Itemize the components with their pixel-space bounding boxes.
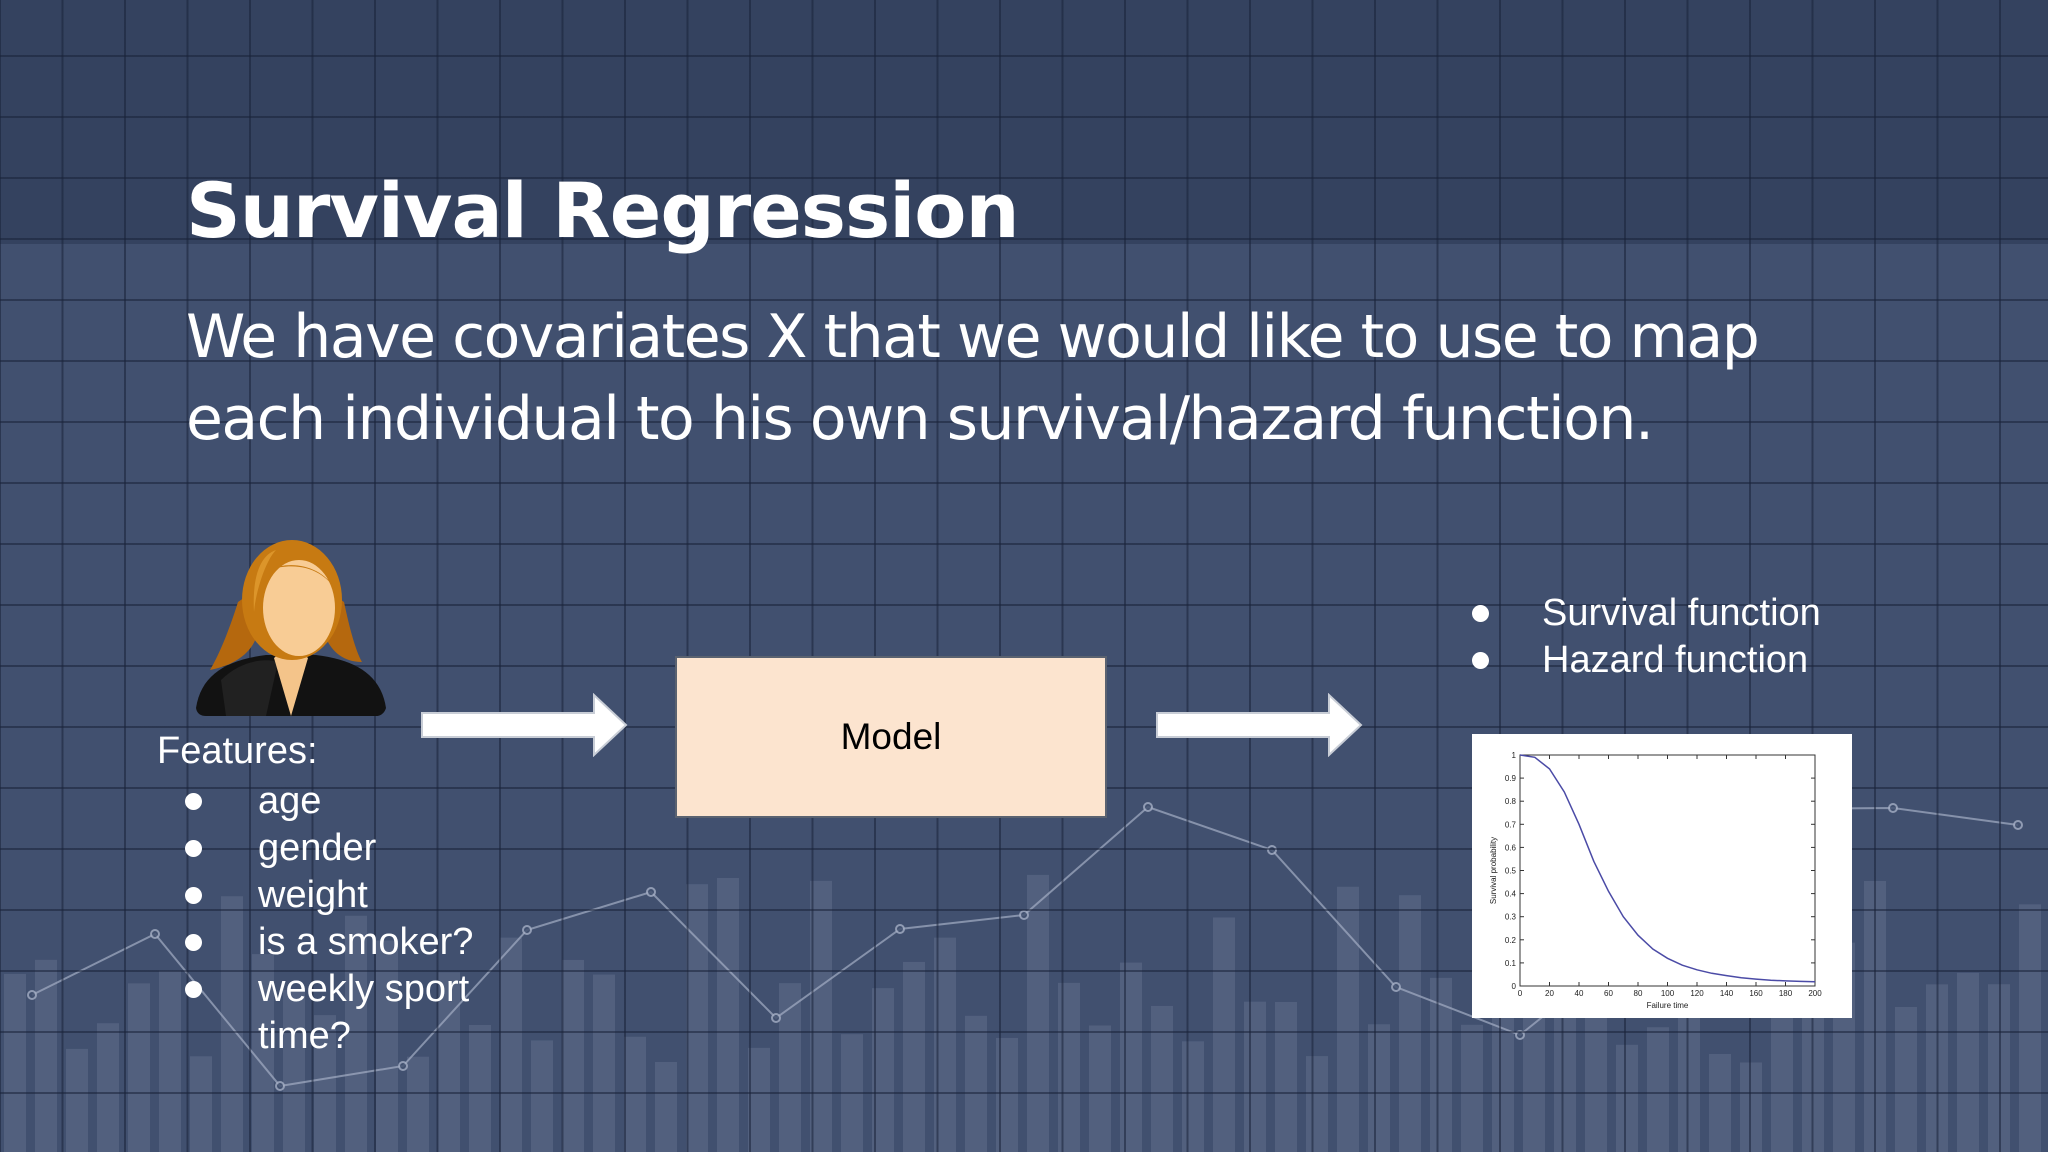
y-tick-label: 0.9 [1505, 774, 1517, 783]
x-axis-label: Failure time [1647, 1001, 1689, 1010]
model-label: Model [840, 716, 942, 757]
bullet-icon [185, 840, 202, 857]
plot-frame [1519, 754, 1816, 987]
y-axis-label: Survival probability [1489, 837, 1498, 904]
person-icon [196, 540, 386, 716]
list-item: Survival function [1472, 590, 1942, 637]
bullet-icon [185, 887, 202, 904]
y-tick-label: 0.4 [1505, 890, 1517, 899]
slide-subtitle: We have covariates X that we would like … [186, 302, 1760, 454]
list-item: weekly sport time? [185, 966, 548, 1060]
x-tick-label: 100 [1661, 989, 1675, 998]
x-tick-label: 180 [1779, 989, 1793, 998]
x-tick-label: 20 [1545, 989, 1554, 998]
list-item: gender [185, 825, 548, 872]
bullet-icon [185, 981, 202, 998]
output-list: Survival function Hazard function [1472, 590, 1942, 684]
y-tick-label: 0.5 [1505, 867, 1517, 876]
feature-age: age [258, 780, 322, 822]
x-tick-label: 60 [1604, 989, 1613, 998]
features-label: Features: [157, 730, 318, 772]
x-tick-label: 40 [1575, 989, 1584, 998]
x-tick-label: 0 [1518, 989, 1523, 998]
feature-list: age gender weight is a smoker? weekly sp… [185, 778, 548, 1060]
list-item: weight [185, 872, 548, 919]
list-item: is a smoker? [185, 919, 548, 966]
model-box: Model [675, 656, 1107, 818]
x-tick-label: 140 [1720, 989, 1734, 998]
bullet-icon [185, 934, 202, 951]
bullet-icon [185, 793, 202, 810]
y-tick-label: 0.8 [1505, 797, 1517, 806]
y-tick-label: 0.3 [1505, 913, 1517, 922]
feature-gender: gender [258, 827, 377, 869]
y-tick-label: 0.2 [1505, 936, 1517, 945]
arrow-right-icon [1156, 693, 1363, 757]
output-survival-function: Survival function [1542, 592, 1821, 634]
x-tick-label: 120 [1690, 989, 1704, 998]
y-tick-label: 0.1 [1505, 959, 1517, 968]
survival-plot-canvas: 0 20 40 60 80 100 120 140 160 180 200 0 0.1 0.2 0.3 0.4… [1489, 751, 1822, 1010]
list-item: Hazard function [1472, 637, 1942, 684]
list-item: age [185, 778, 548, 825]
survival-curve [1519, 754, 1816, 983]
bullet-icon [1472, 605, 1489, 622]
feature-smoker: is a smoker? [258, 921, 474, 963]
feature-weight: weight [258, 874, 368, 916]
bullet-icon [1472, 652, 1489, 669]
arrow-right-icon [421, 693, 628, 757]
survival-plot: 0 20 40 60 80 100 120 140 160 180 200 0 0.1 0.2 0.3 0.4… [1472, 734, 1852, 1018]
y-tick-label: 0.7 [1505, 820, 1517, 829]
y-tick-label: 1 [1512, 751, 1517, 760]
x-tick-label: 200 [1808, 989, 1822, 998]
feature-sport-time: weekly sport time? [258, 968, 470, 1057]
slide-title: Survival Regression [186, 166, 1020, 255]
y-tick-label: 0.6 [1505, 843, 1517, 852]
x-tick-label: 80 [1634, 989, 1643, 998]
y-tick-label: 0 [1512, 982, 1517, 991]
x-tick-label: 160 [1749, 989, 1763, 998]
output-hazard-function: Hazard function [1542, 639, 1809, 681]
